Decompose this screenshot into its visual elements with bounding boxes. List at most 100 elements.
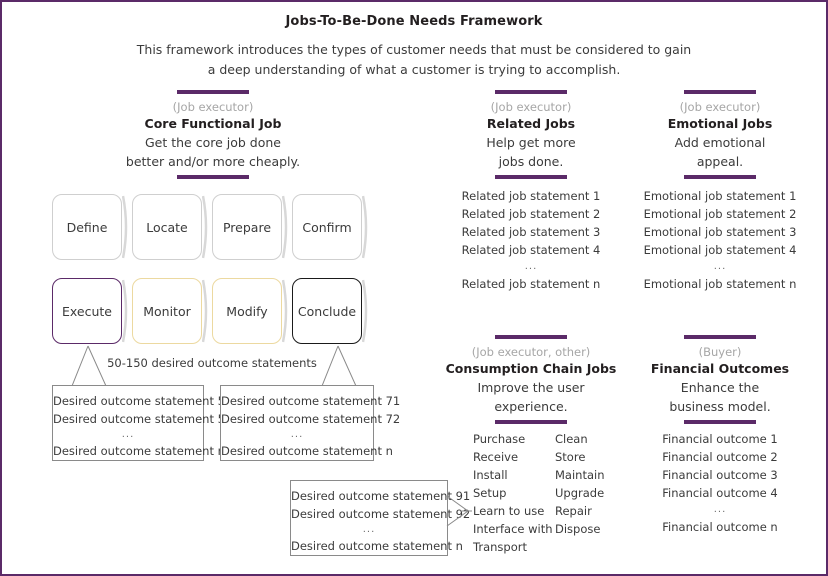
section-actor: (Job executor) <box>490 100 572 114</box>
list-item: Emotional job statement 3 <box>643 225 797 239</box>
process-step-label: Conclude <box>297 303 357 319</box>
process-step-monitor[interactable]: Monitor <box>132 278 202 344</box>
list-item: Emotional job statement 1 <box>643 189 797 203</box>
process-step-label: Confirm <box>302 219 352 235</box>
accent-rule-bottom <box>684 420 756 424</box>
section-header-financial-outcomes: (Buyer) Financial Outcomes Enhance the b… <box>605 335 826 424</box>
connector-icon <box>202 279 208 343</box>
list-ellipsis: ... <box>524 261 538 272</box>
section-actor: (Job executor) <box>679 100 761 114</box>
list-item: Clean <box>555 432 588 446</box>
callout-line: Desired outcome statement 91 <box>291 489 471 503</box>
section-desc-line-2: business model. <box>669 399 771 414</box>
process-step-label: Execute <box>62 303 112 319</box>
consumption-chain-column-right: Clean Store Maintain Upgrade Repair Disp… <box>555 430 637 556</box>
callout-ellipsis: ... <box>362 524 376 535</box>
callout-line: Desired outcome statement n <box>221 444 393 458</box>
list-consumption-chain-jobs: Purchase Receive Install Setup Learn to … <box>473 430 637 556</box>
process-step-execute[interactable]: Execute <box>52 278 122 344</box>
section-title: Related Jobs <box>486 116 576 131</box>
section-desc-line-1: Improve the user <box>477 380 585 395</box>
list-item: Related job statement 3 <box>461 225 601 239</box>
section-title: Core Functional Job <box>144 116 282 131</box>
list-item-last: Financial outcome n <box>662 520 778 534</box>
list-item: Repair <box>555 504 592 518</box>
accent-rule-top <box>177 90 249 94</box>
accent-rule-top <box>495 90 567 94</box>
section-header-consumption-chain-jobs: (Job executor, other) Consumption Chain … <box>416 335 646 424</box>
connector-icon <box>202 195 208 259</box>
section-actor: (Job executor) <box>172 100 254 114</box>
process-step-label: Monitor <box>143 303 191 319</box>
section-desc-line-2: appeal. <box>696 154 744 169</box>
list-ellipsis: ... <box>713 504 727 515</box>
page-subtitle-line-1: This framework introduces the types of c… <box>136 42 692 57</box>
list-item: Setup <box>473 486 507 500</box>
callout-line: Desired outcome statement n <box>291 539 463 553</box>
callout-consumption-outcomes: Desired outcome statement 91 Desired out… <box>290 480 471 556</box>
section-title: Consumption Chain Jobs <box>445 361 617 376</box>
page-title: Jobs-To-Be-Done Needs Framework <box>285 14 543 29</box>
connector-icon <box>282 279 288 343</box>
callout-line: Desired outcome statement 92 <box>291 507 471 521</box>
process-step-label: Define <box>66 219 108 235</box>
list-item: Emotional job statement 2 <box>643 207 797 221</box>
section-header-emotional-jobs: (Job executor) Emotional Jobs Add emotio… <box>605 90 826 179</box>
accent-rule-top <box>684 90 756 94</box>
accent-rule-bottom <box>495 175 567 179</box>
list-item: Emotional job statement 4 <box>643 243 797 257</box>
accent-rule-bottom <box>495 420 567 424</box>
section-desc-line-1: Help get more <box>486 135 576 150</box>
callout-line: Desired outcome statement 52 <box>53 412 233 426</box>
list-item: Financial outcome 4 <box>662 486 778 500</box>
list-item: Maintain <box>555 468 605 482</box>
process-step-prepare[interactable]: Prepare <box>212 194 282 260</box>
page-subtitle-line-2: a deep understanding of what a customer … <box>207 62 621 77</box>
callout-line: Desired outcome statement 71 <box>221 394 401 408</box>
list-related-job-statements: Related job statement 1 Related job stat… <box>416 187 646 293</box>
connector-icon <box>122 279 128 343</box>
accent-rule-top <box>495 335 567 339</box>
list-item: Upgrade <box>555 486 605 500</box>
section-desc-line-2: better and/or more cheaply. <box>125 154 301 169</box>
process-steps-row-2: Execute Monitor Modify Conclude <box>52 278 372 344</box>
section-desc-line-2: jobs done. <box>498 154 564 169</box>
list-item: Store <box>555 450 586 464</box>
process-step-label: Locate <box>146 219 188 235</box>
consumption-chain-column-left: Purchase Receive Install Setup Learn to … <box>473 430 555 556</box>
list-item: Financial outcome 3 <box>662 468 778 482</box>
list-item: Purchase <box>473 432 526 446</box>
list-item: Learn to use <box>473 504 545 518</box>
list-ellipsis: ... <box>713 261 727 272</box>
list-item: Receive <box>473 450 519 464</box>
accent-rule-top <box>684 335 756 339</box>
list-item: Related job statement 1 <box>461 189 601 203</box>
connector-icon <box>282 195 288 259</box>
desired-outcome-count-note: 50-150 desired outcome statements <box>107 356 317 370</box>
section-desc-line-1: Get the core job done <box>144 135 281 150</box>
process-step-modify[interactable]: Modify <box>212 278 282 344</box>
list-item: Financial outcome 1 <box>662 432 778 446</box>
connector-icon <box>362 195 368 259</box>
list-emotional-job-statements: Emotional job statement 1 Emotional job … <box>605 187 826 293</box>
list-item: Install <box>473 468 508 482</box>
callout-line: Desired outcome statement 72 <box>221 412 401 426</box>
section-header-related-jobs: (Job executor) Related Jobs Help get mor… <box>416 90 646 179</box>
list-item: Financial outcome 2 <box>662 450 778 464</box>
section-title: Emotional Jobs <box>667 116 773 131</box>
list-item: Interface with <box>473 522 553 536</box>
process-step-conclude[interactable]: Conclude <box>292 278 362 344</box>
section-desc-line-2: experience. <box>494 399 568 414</box>
list-item: Related job statement 4 <box>461 243 601 257</box>
process-step-confirm[interactable]: Confirm <box>292 194 362 260</box>
section-title: Financial Outcomes <box>650 361 790 376</box>
connector-icon <box>122 195 128 259</box>
process-step-define[interactable]: Define <box>52 194 122 260</box>
section-desc-line-1: Enhance the <box>680 380 760 395</box>
process-step-locate[interactable]: Locate <box>132 194 202 260</box>
process-step-label: Prepare <box>222 219 272 235</box>
callout-line: Desired outcome statement 51 <box>53 394 233 408</box>
process-step-label: Modify <box>226 303 268 319</box>
section-header-core-functional-job: (Job executor) Core Functional Job Get t… <box>98 90 328 179</box>
